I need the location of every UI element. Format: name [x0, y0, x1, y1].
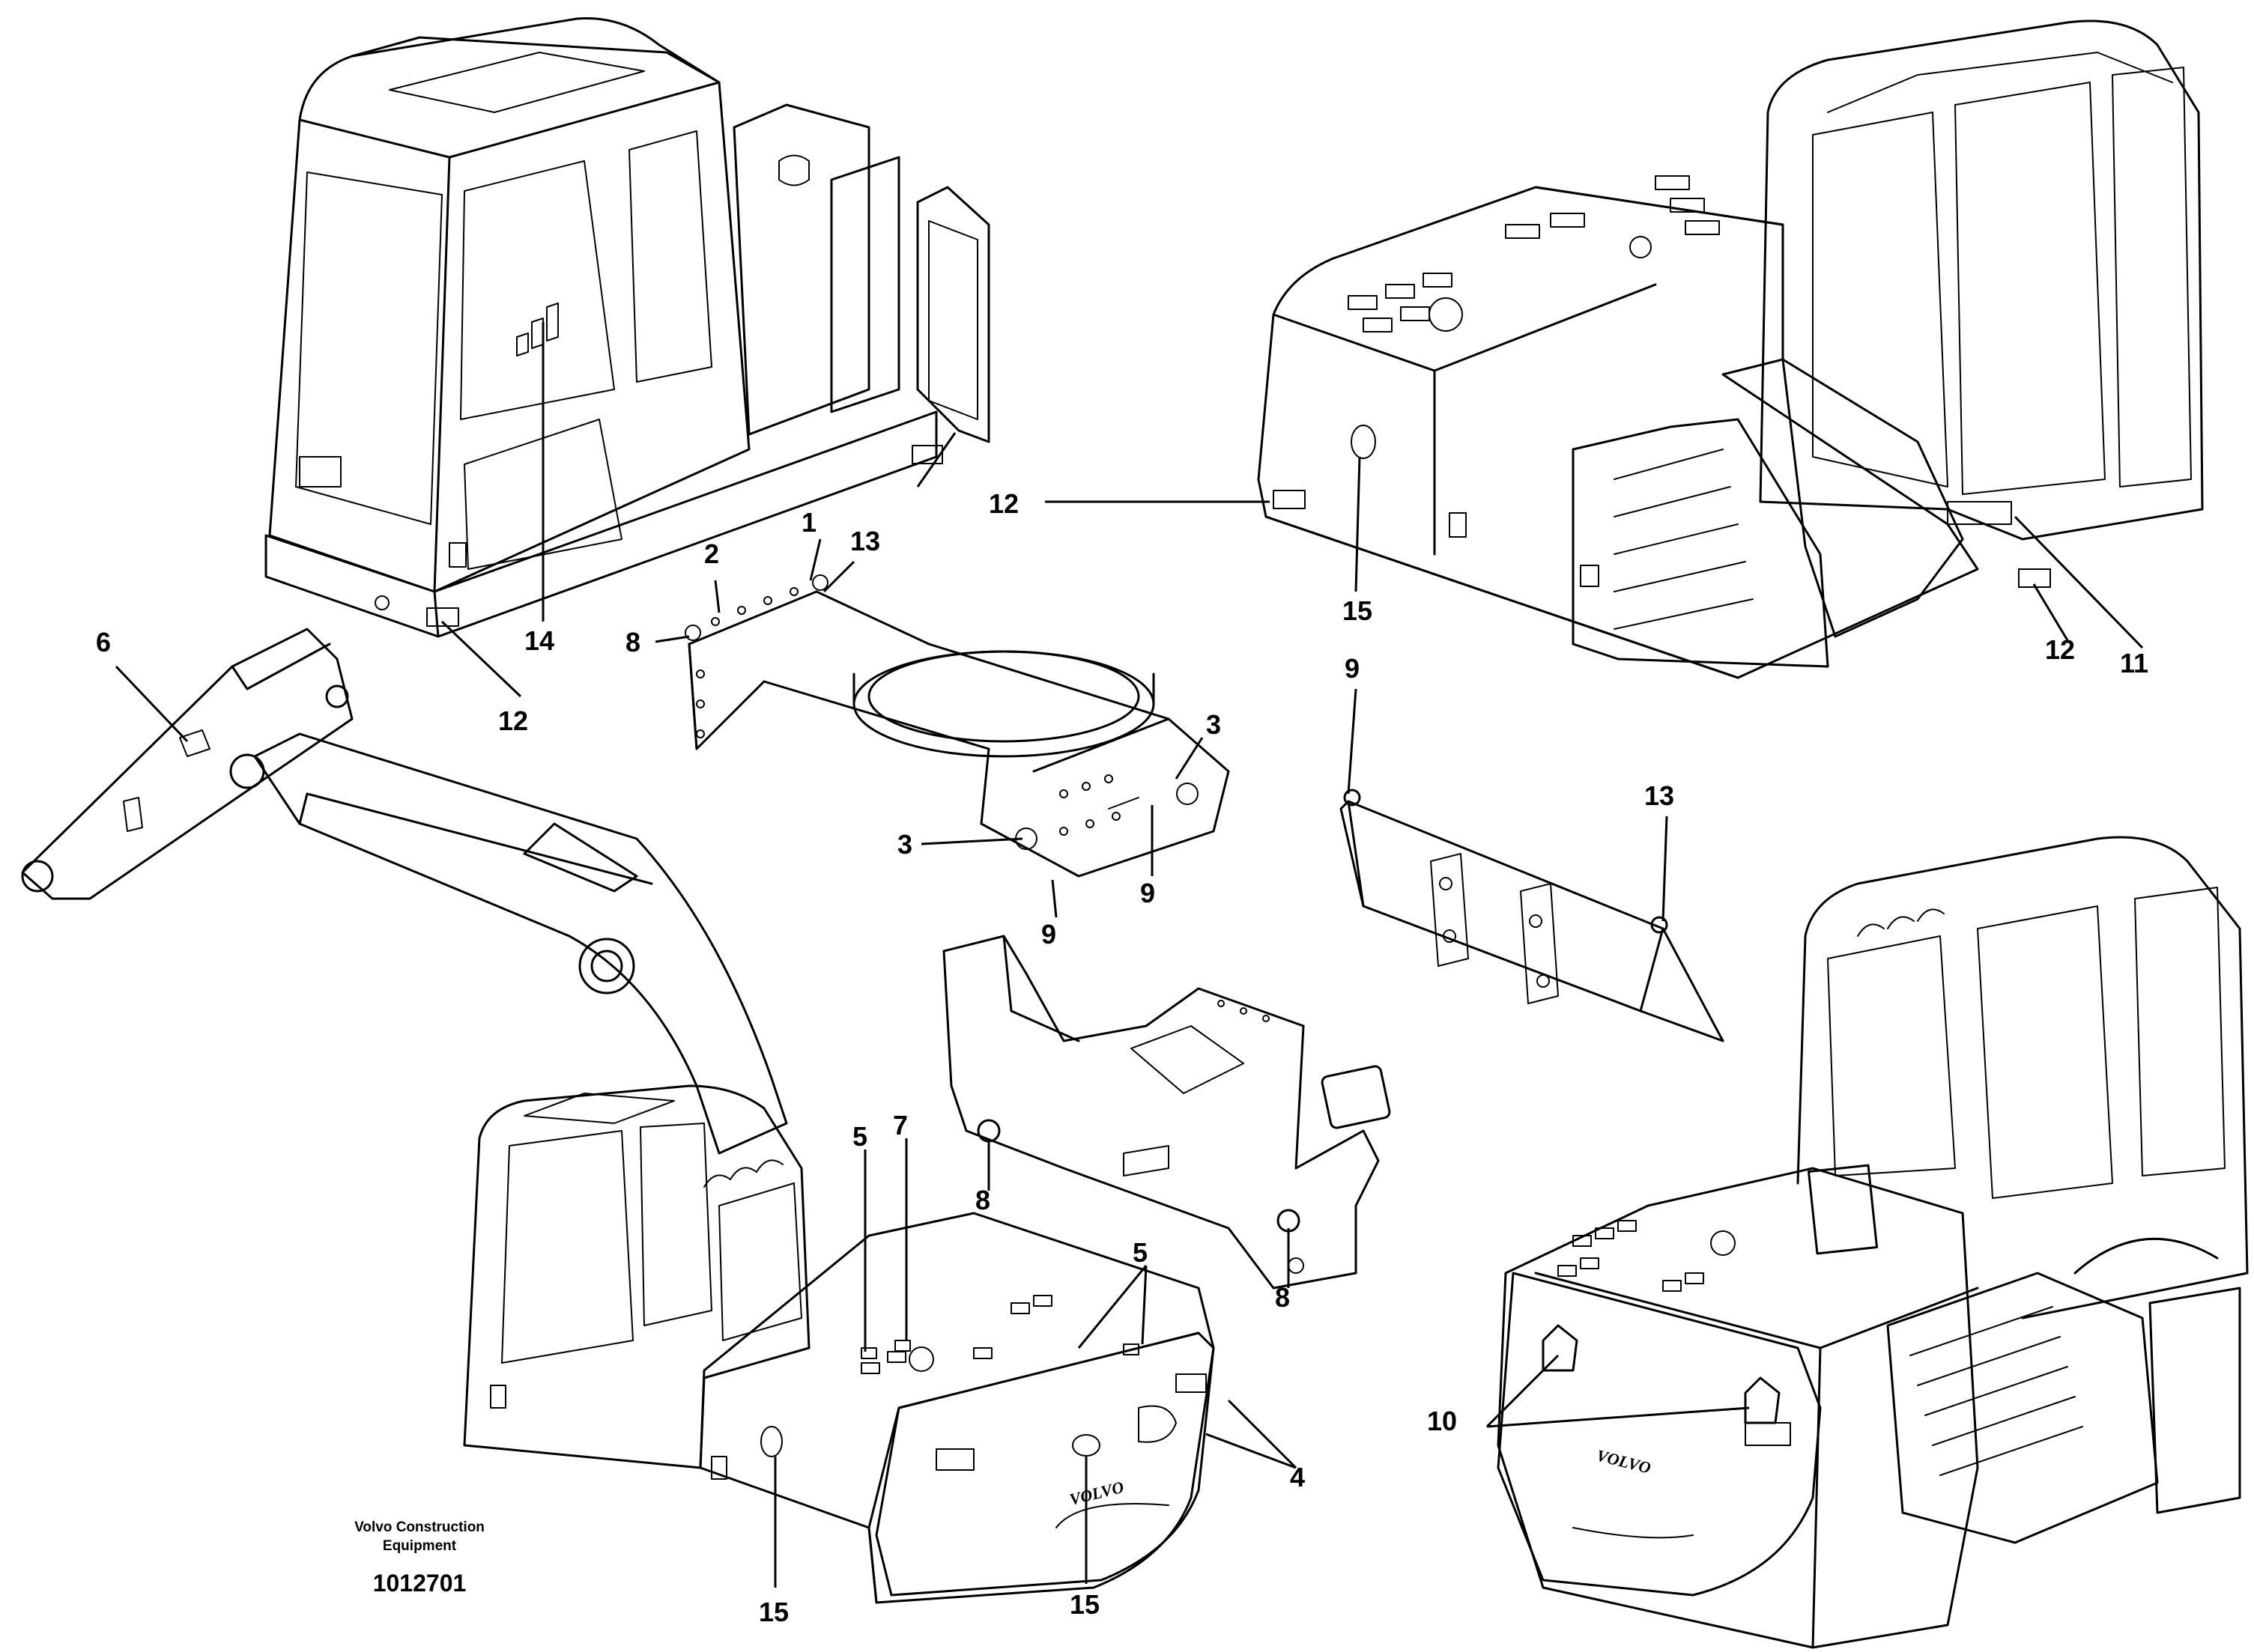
decal-5a [861, 1347, 877, 1359]
callout-5a: 5 [852, 1121, 867, 1152]
credit-line-1: Volvo Construction [354, 1519, 485, 1535]
cab-assembly-drawing [264, 16, 990, 638]
dozer-blade-drawing [1339, 789, 1724, 1042]
callout-15a: 15 [1342, 595, 1372, 626]
callout-labels: 1 2 3 3 4 5 5 6 7 8 8 8 9 9 9 10 11 12 1… [96, 488, 2148, 1627]
callout-9a: 9 [1345, 653, 1360, 684]
callout-12c: 12 [498, 705, 528, 736]
callout-8b: 8 [975, 1185, 990, 1215]
decal-7 [894, 1340, 911, 1352]
callout-12b: 12 [2045, 634, 2075, 665]
decal-12-left [426, 607, 459, 627]
volvo-logo-2: VOLVO [1595, 1446, 1653, 1478]
callout-15b: 15 [759, 1597, 789, 1627]
callout-14: 14 [524, 625, 554, 656]
engine-rear-drawing: VOLVO [1497, 836, 2249, 1649]
decal-15-side-2 [760, 1426, 783, 1457]
callout-1: 1 [802, 507, 817, 538]
callout-13a: 13 [850, 526, 880, 556]
callout-3b: 3 [897, 829, 912, 860]
callout-2: 2 [704, 538, 719, 569]
lifting-eye-left [1542, 1324, 1578, 1372]
callout-4: 4 [1290, 1462, 1305, 1492]
credit-line-2: Equipment [383, 1538, 457, 1554]
callout-7: 7 [893, 1110, 908, 1141]
callout-9c: 9 [1140, 878, 1155, 908]
callout-leaders [115, 322, 2144, 1588]
upperstructure-rear-drawing [1257, 19, 2204, 679]
decal-4-right [1175, 1373, 1207, 1393]
callout-10: 10 [1427, 1406, 1457, 1436]
callout-9b: 9 [1041, 919, 1056, 950]
callout-5b: 5 [1133, 1237, 1148, 1268]
callout-6: 6 [96, 627, 111, 658]
decal-15-counterweight [1072, 1434, 1100, 1457]
callout-8c: 8 [1275, 1282, 1290, 1313]
callout-11: 11 [2120, 648, 2148, 678]
callout-12a: 12 [989, 488, 1019, 519]
callout-13b: 13 [1644, 780, 1674, 811]
excavator-upper-drawing: VOLVO [463, 1084, 1215, 1604]
document-number: 1012701 [373, 1570, 467, 1597]
decal-6 [179, 729, 210, 757]
decal-4-left [936, 1448, 975, 1471]
callout-8a: 8 [625, 627, 640, 658]
callout-15c: 15 [1070, 1589, 1100, 1620]
swing-frame-drawing [685, 574, 1230, 878]
decal-11 [1947, 501, 2012, 525]
footer-credit: Volvo Construction Equipment 1012701 [354, 1519, 485, 1597]
decal-12-rear-left [1273, 490, 1306, 509]
decal-12-door [912, 445, 943, 464]
lifting-eye-right [1744, 1376, 1781, 1424]
undercarriage-frame-drawing [942, 935, 1391, 1290]
callout-3a: 3 [1206, 709, 1221, 740]
decal-15-side [1351, 425, 1376, 459]
boom-arm-drawing [21, 628, 788, 1155]
